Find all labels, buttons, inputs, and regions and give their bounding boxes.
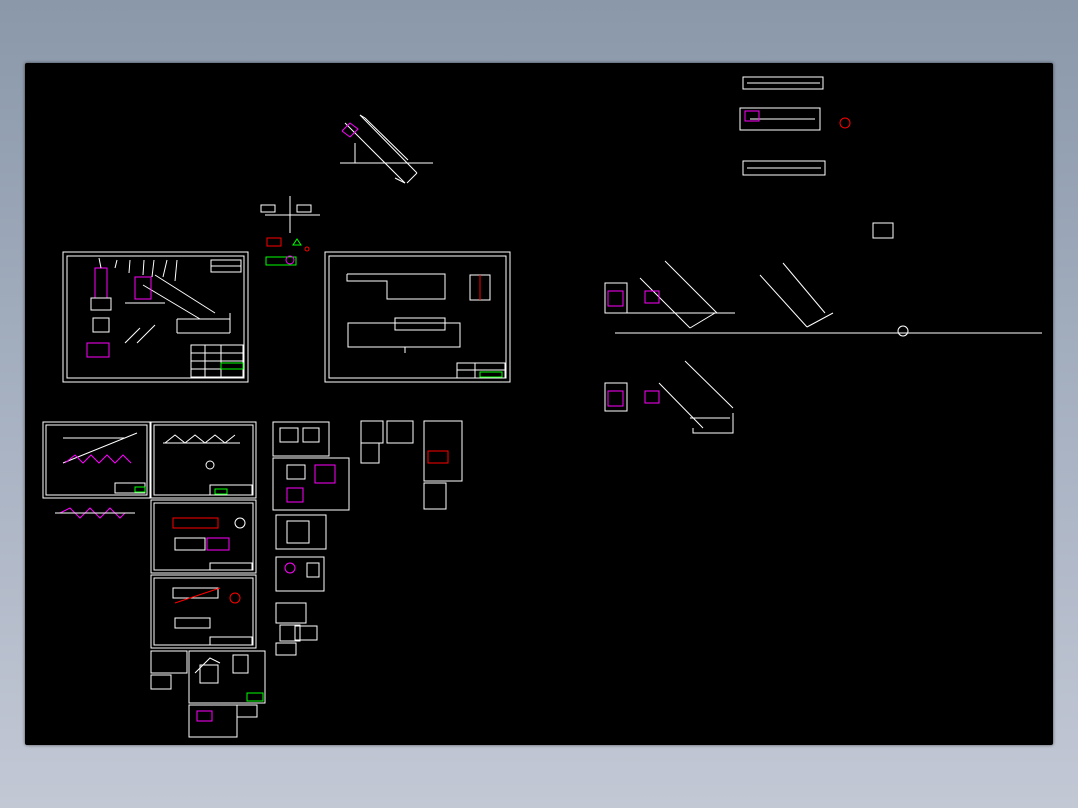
drawing-sheet-trough: [324, 251, 511, 383]
small-parts-cluster: [260, 196, 320, 266]
drawing-sheets-middle-column: [272, 420, 463, 656]
inclined-conveyor-view-top: [340, 114, 433, 184]
drawing-sheet-detail-3: [150, 499, 257, 574]
cad-model-space: [42, 76, 1042, 738]
drawing-sheet-small-bottom: [150, 650, 266, 738]
layout-elevation-views: [604, 260, 1042, 434]
conveyor-three-view: [739, 76, 894, 239]
drawing-sheet-assembly: [62, 251, 249, 383]
drawing-sheet-screw-2: [150, 421, 257, 499]
drawing-sheet-detail-4: [150, 574, 257, 649]
cad-drawing-canvas[interactable]: [25, 63, 1053, 745]
drawing-sheet-screw-shaft: [42, 421, 151, 519]
